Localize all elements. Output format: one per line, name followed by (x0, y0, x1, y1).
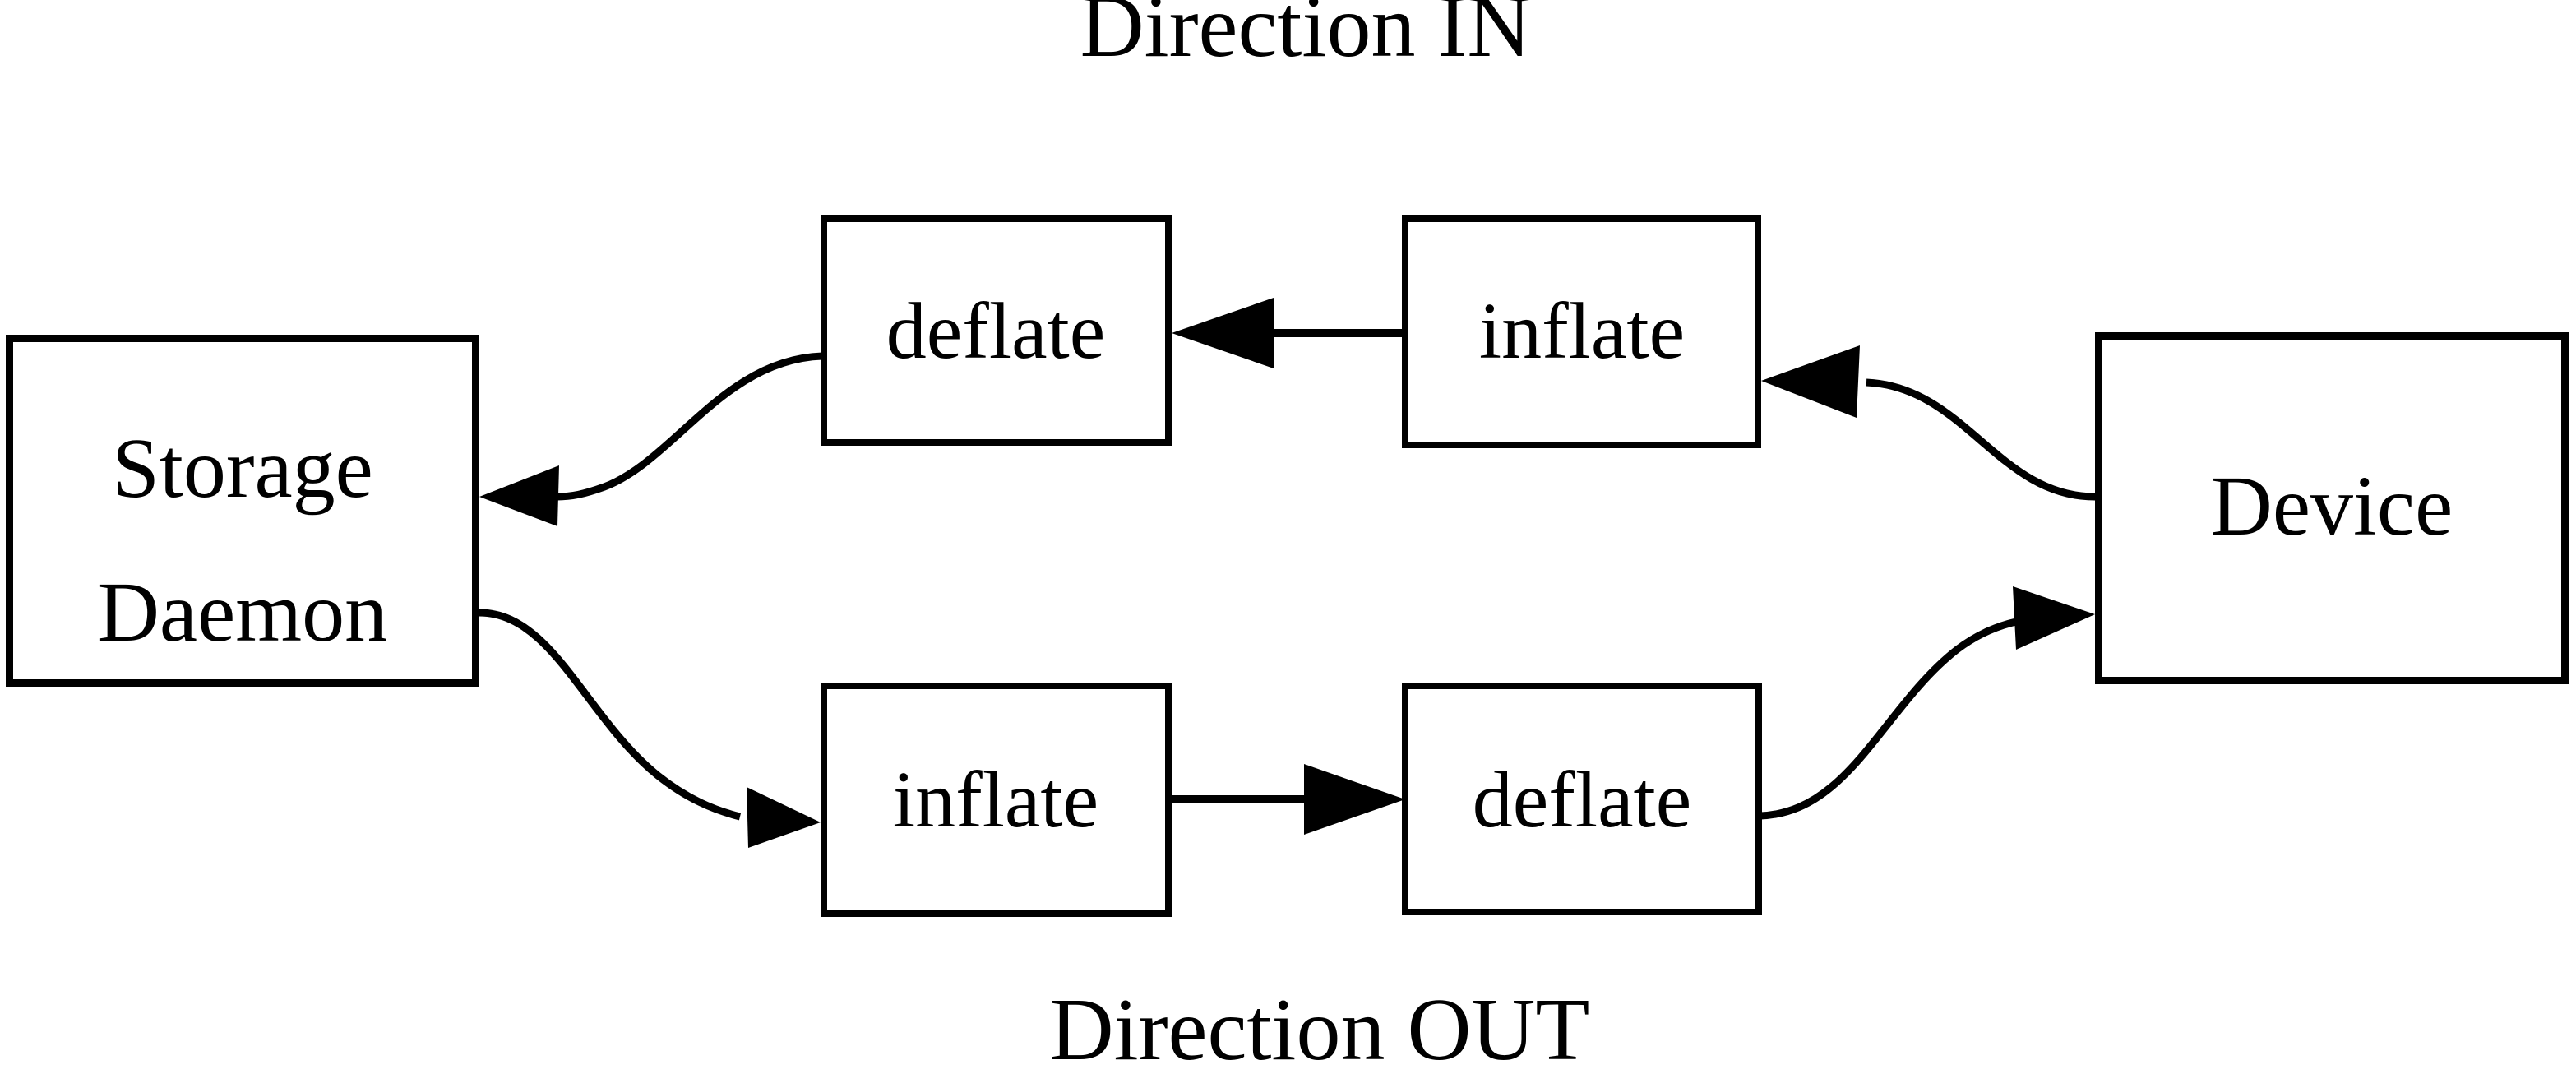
edge-device-to-inflate-top (1761, 345, 2096, 501)
node-inflate-bottom[interactable]: inflate (821, 683, 1172, 917)
storage-daemon-to-inflate-bottom-curve (479, 609, 742, 821)
device-to-inflate-top-arrowhead (1761, 345, 1860, 418)
storage-daemon-label-line1: Storage (112, 421, 373, 516)
device-box[interactable] (2095, 332, 2569, 684)
deflate-top-to-storage-daemon-arrowhead (479, 465, 559, 526)
deflate-bottom-box[interactable] (1402, 683, 1762, 915)
deflate-top-to-storage-daemon-curve (556, 352, 823, 501)
deflate-bottom-to-device-curve (1760, 618, 2018, 820)
inflate-bottom-label: inflate (893, 756, 1098, 845)
node-deflate-bottom[interactable]: deflate (1402, 683, 1762, 915)
storage-daemon-to-inflate-bottom-arrowhead (747, 787, 821, 848)
inflate-top-to-deflate-top-arrowhead (1172, 298, 1274, 368)
deflate-top-label: deflate (886, 287, 1106, 376)
storage-daemon-label-line2: Daemon (98, 565, 387, 660)
edge-inflate-top-to-deflate-top (1172, 298, 1405, 368)
inflate-bottom-box[interactable] (821, 683, 1172, 917)
edge-deflate-top-to-storage-daemon (479, 352, 823, 526)
deflate-bottom-to-device-arrowhead (2013, 586, 2095, 650)
node-storage-daemon[interactable]: Storage Daemon (6, 335, 479, 687)
device-to-inflate-top-curve (1866, 378, 2096, 501)
edge-deflate-bottom-to-device (1760, 586, 2095, 820)
node-inflate-top[interactable]: inflate (1402, 215, 1761, 448)
edge-inflate-bottom-to-deflate-bottom (1170, 764, 1405, 835)
edge-storage-daemon-to-inflate-bottom (479, 609, 821, 848)
node-device[interactable]: Device (2095, 332, 2569, 684)
direction-out-label: Direction OUT (1050, 981, 1590, 1079)
inflate-top-box[interactable] (1402, 215, 1761, 448)
storage-daemon-box[interactable] (6, 335, 479, 687)
device-label: Device (2211, 459, 2453, 553)
inflate-bottom-to-deflate-bottom-arrowhead (1304, 764, 1405, 835)
node-deflate-top[interactable]: deflate (821, 215, 1172, 446)
deflate-top-box[interactable] (821, 215, 1172, 446)
deflate-bottom-label: deflate (1473, 756, 1692, 845)
inflate-top-label: inflate (1479, 287, 1685, 376)
direction-in-label: Direction IN (1080, 0, 1532, 76)
